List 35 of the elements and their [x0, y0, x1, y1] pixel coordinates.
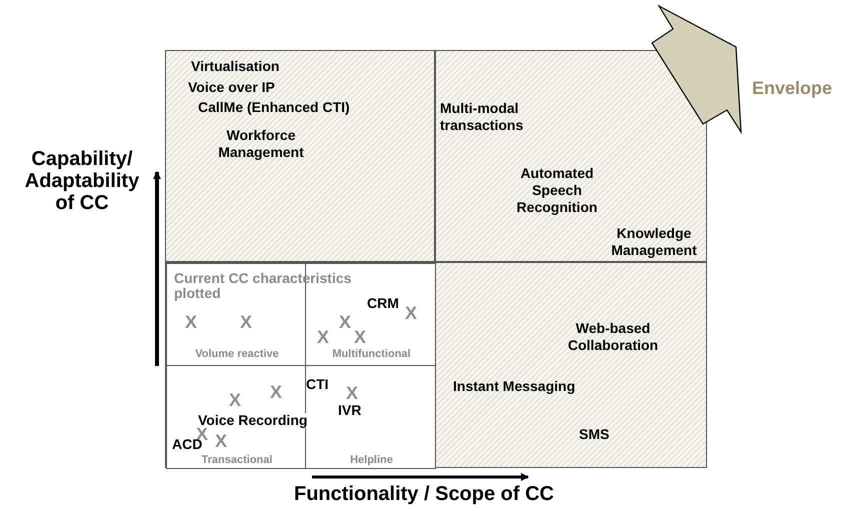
item-text: Web-based Collaboration — [566, 320, 660, 354]
item-text: CallMe (Enhanced CTI) — [198, 99, 351, 116]
sub-quadrant-cell — [166, 365, 306, 469]
category-text: Multifunctional — [331, 347, 412, 362]
axis-title: Capability/ Adaptability of CC — [24, 148, 140, 214]
cross-mark: X — [185, 312, 198, 332]
quadrant-panel — [435, 50, 707, 262]
axis-title: Functionality / Scope of CC — [292, 483, 555, 505]
item-text: Multi-modal transactions — [440, 100, 524, 134]
item-text: Knowledge Management — [610, 225, 698, 259]
cross-mark: X — [405, 303, 418, 323]
category-text: Volume reactive — [194, 347, 280, 362]
item-text: Virtualisation — [191, 58, 280, 75]
item-text: CRM — [367, 296, 400, 311]
arrow-label: Envelope — [752, 78, 834, 98]
cross-mark: X — [317, 327, 330, 347]
item-text: Workforce Management — [217, 127, 305, 161]
quadrant-panel — [165, 50, 435, 262]
quadrant-panel — [435, 262, 707, 468]
category-text: Helpline — [349, 453, 394, 468]
cross-mark: X — [339, 312, 352, 332]
item-text: SMS — [579, 426, 610, 443]
cross-mark: X — [270, 382, 284, 402]
cross-mark: X — [229, 390, 242, 410]
cross-mark: X — [346, 383, 360, 403]
item-text: IVR — [338, 403, 362, 418]
sub-quadrant-cell — [305, 365, 436, 469]
cross-mark: X — [354, 327, 368, 347]
item-text: Voice over IP — [188, 79, 276, 96]
cross-mark: X — [240, 312, 254, 332]
item-text: Instant Messaging — [453, 378, 576, 395]
quadrant-panel — [165, 262, 435, 468]
item-text: Automated Speech Recognition — [516, 165, 598, 216]
cross-mark: X — [215, 431, 228, 451]
category-text: Transactional — [200, 453, 274, 468]
